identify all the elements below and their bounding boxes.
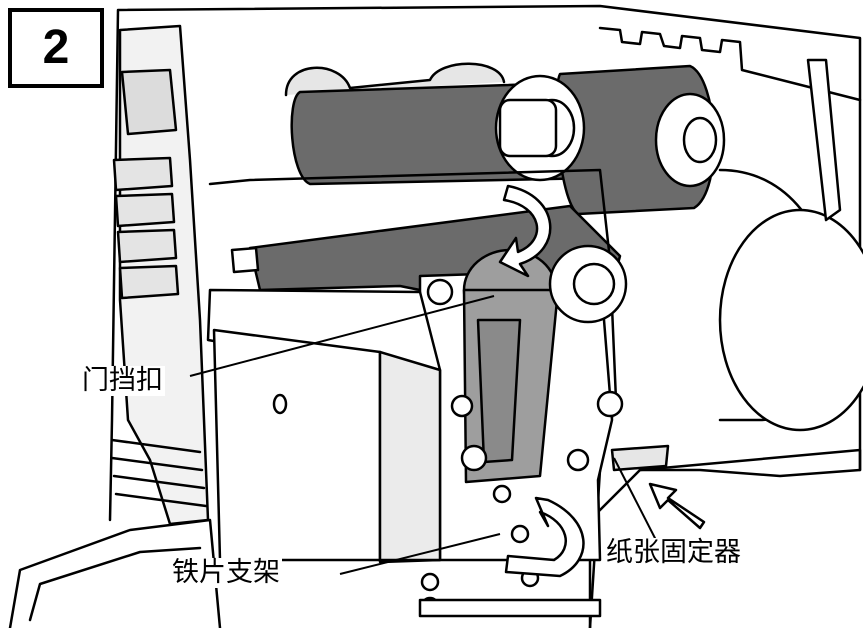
screw-mid-left [450, 394, 474, 418]
print-head-face [378, 350, 442, 562]
callout-iron-bracket: 铁片支架 [170, 557, 282, 588]
callout-door-latch: 门挡扣 [80, 365, 165, 396]
media-holder-clip [806, 58, 842, 222]
leader-paper-holder [613, 457, 659, 545]
step-number-box: 2 [8, 8, 104, 88]
housing-top-notches [598, 26, 862, 102]
front-cover-inner [28, 546, 202, 622]
panel-display-button [120, 68, 178, 136]
screw-plate-1 [492, 484, 512, 504]
takeup-spindle-core [682, 116, 718, 164]
callout-paper-holder: 纸张固定器 [604, 537, 743, 568]
screw-bottom-2 [566, 448, 590, 472]
leader-door-latch [189, 295, 495, 377]
latch-arm-slot [476, 318, 522, 464]
step-number: 2 [42, 21, 70, 74]
screw-bottom-1 [460, 444, 488, 472]
panel-key-4 [118, 264, 180, 300]
panel-side-stripes [110, 438, 208, 508]
screw-right [596, 390, 624, 418]
panel-key-3 [116, 228, 178, 264]
leader-iron-bracket [339, 533, 501, 575]
rotate-arrow-bottom-icon [504, 496, 585, 578]
screw-plate-2 [510, 524, 530, 544]
front-cover [8, 518, 222, 628]
media-roll-face [718, 208, 863, 432]
screw-plate-4 [420, 572, 440, 592]
push-arrow-icon [648, 482, 706, 530]
panel-key-2 [114, 192, 176, 228]
screw-top-left [426, 278, 454, 306]
paper-holder [610, 444, 670, 472]
print-head-front [212, 328, 382, 562]
supply-spindle-shaft [498, 98, 558, 158]
ribbon-shaft-left [230, 246, 260, 274]
hinge [418, 598, 602, 618]
pressure-roller-inner [572, 262, 616, 306]
head-screw-hole [272, 393, 288, 415]
rotate-arrow-top-icon [498, 184, 552, 278]
media-guide-rail [638, 448, 862, 472]
rear-spindle [284, 62, 506, 97]
panel-key-1 [112, 156, 174, 192]
